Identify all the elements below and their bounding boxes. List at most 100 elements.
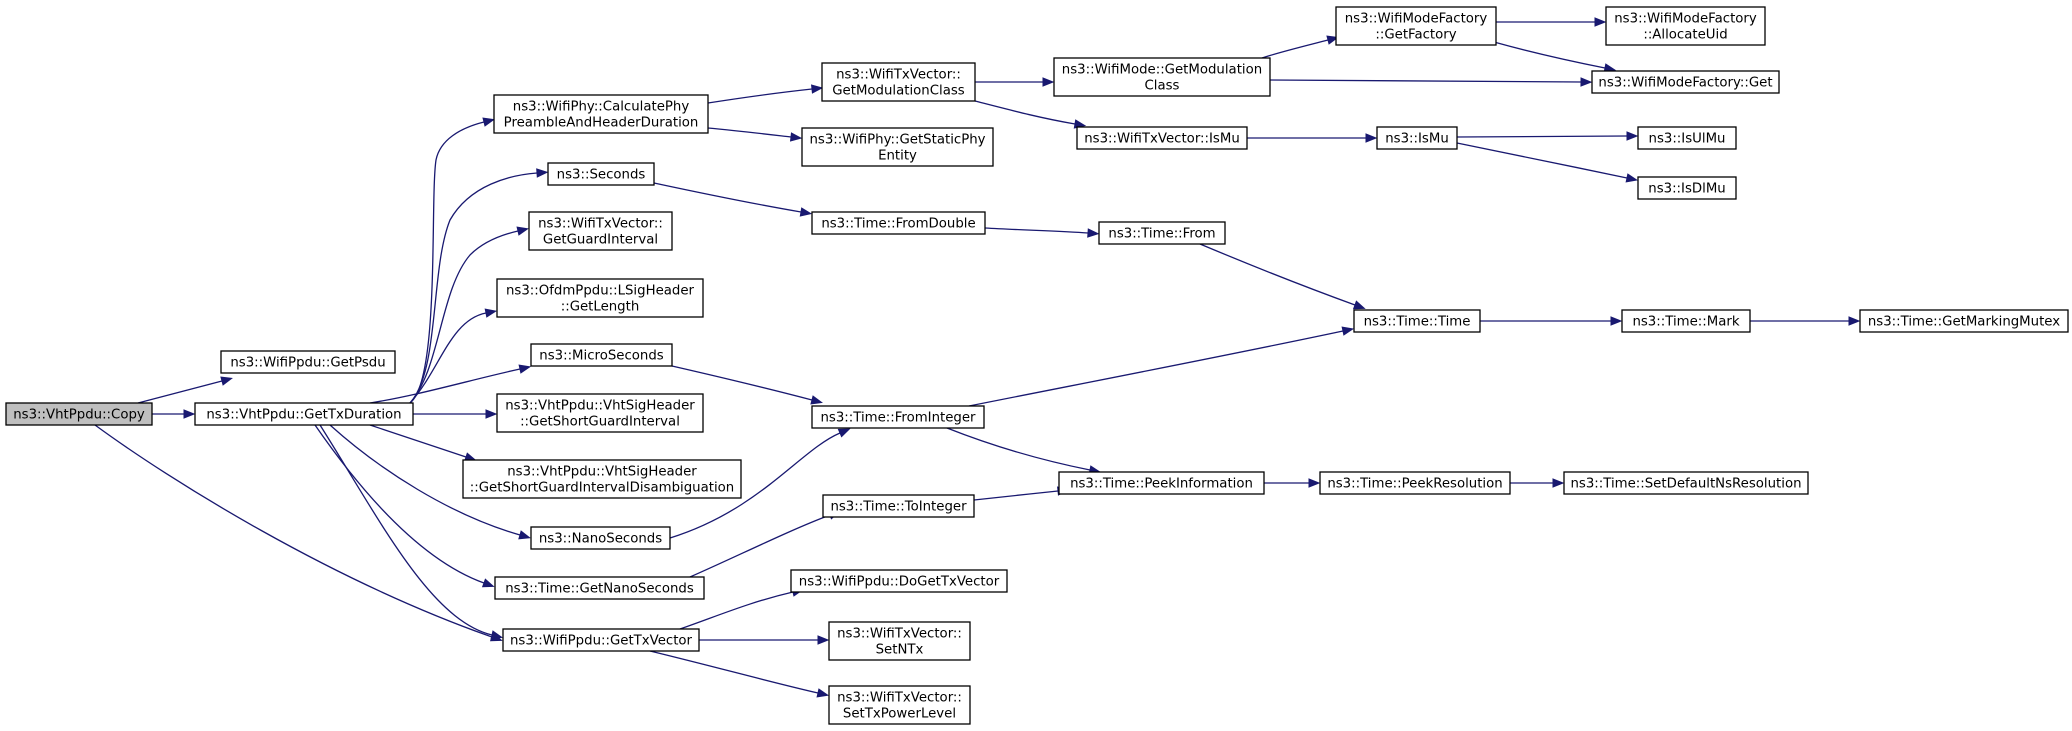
node-label: Entity (878, 149, 917, 164)
node-isdlmu[interactable]: ns3::IsDlMu (1637, 176, 1737, 200)
edge-line (1456, 135, 1628, 138)
node-lsiglength[interactable]: ns3::OfdmPpdu::LSigHeader::GetLength (496, 278, 704, 318)
edge-peekinfo-to-peekres (1264, 478, 1321, 488)
node-label: SetNTx (876, 643, 924, 658)
edge-line (409, 121, 485, 404)
edge-line (369, 368, 521, 404)
node-gettxvector[interactable]: ns3::WifiPpdu::GetTxVector (502, 628, 700, 652)
node-seconds[interactable]: ns3::Seconds (547, 162, 655, 186)
node-copy[interactable]: ns3::VhtPpdu::Copy (5, 402, 153, 426)
edge-gettxduration-to-calcphy (409, 117, 496, 404)
node-setntx[interactable]: ns3::WifiTxVector::SetNTx (828, 621, 971, 661)
edge-copy-to-gettxduration (152, 409, 196, 419)
edge-nanoseconds-to-frominteger (669, 428, 851, 539)
node-label: ::GetShortGuardIntervalDisambiguation (470, 481, 734, 496)
arrow-head (1308, 478, 1321, 488)
node-ismu[interactable]: ns3::IsMu (1376, 126, 1458, 150)
node-label: ns3::Time::SetDefaultNsResolution (1570, 477, 1801, 492)
node-peekinfo[interactable]: ns3::Time::PeekInformation (1058, 471, 1265, 495)
node-fromdouble[interactable]: ns3::Time::FromDouble (811, 211, 986, 235)
node-timefrom[interactable]: ns3::Time::From (1098, 221, 1226, 245)
arrow-head (536, 168, 549, 178)
edge-gettxduration-to-nanoseconds (329, 424, 531, 540)
node-txvecismu[interactable]: ns3::WifiTxVector::IsMu (1076, 126, 1248, 150)
node-label: ns3::VhtPpdu::VhtSigHeader (507, 465, 697, 480)
edge-frominteger-to-timetime (968, 326, 1355, 407)
node-label: ns3::WifiTxVector::IsMu (1084, 132, 1240, 147)
node-label: ns3::WifiTxVector:: (837, 691, 962, 706)
node-settxpower[interactable]: ns3::WifiTxVector::SetTxPowerLevel (828, 685, 971, 725)
edge-line (689, 514, 831, 578)
node-calcphy[interactable]: ns3::WifiPhy::CalculatePhyPreambleAndHea… (493, 94, 709, 134)
edge-line (314, 424, 485, 584)
node-shortgi[interactable]: ns3::VhtPpdu::VhtSigHeader::GetShortGuar… (496, 393, 704, 433)
node-label: ::GetFactory (1375, 28, 1456, 43)
node-label: Class (1145, 79, 1180, 94)
node-label: ns3::WifiMode::GetModulation (1062, 63, 1262, 78)
edge-line (707, 88, 813, 104)
node-label: ns3::VhtPpdu::VhtSigHeader (505, 399, 695, 414)
node-box (811, 211, 986, 235)
edge-gettxvector-to-setntx (699, 635, 830, 645)
node-factorygetfactory[interactable]: ns3::WifiModeFactory::GetFactory (1335, 6, 1497, 46)
edge-gettxduration-to-getnanoseconds (314, 424, 495, 588)
arrow-head (1580, 77, 1593, 87)
node-timetime[interactable]: ns3::Time::Time (1353, 309, 1481, 333)
edge-copy-to-gettxvector (94, 424, 503, 642)
node-setdefaultns[interactable]: ns3::Time::SetDefaultNsResolution (1563, 471, 1809, 495)
node-label: ns3::WifiPpdu::GetTxVector (510, 634, 693, 649)
node-getguardinterval[interactable]: ns3::WifiTxVector::GetGuardInterval (528, 211, 673, 251)
node-timemark[interactable]: ns3::Time::Mark (1621, 309, 1751, 333)
arrow-head (837, 428, 851, 438)
arrow-head (490, 630, 504, 640)
node-label: ns3::Time::ToInteger (830, 500, 967, 515)
node-box (502, 628, 700, 652)
node-box (1058, 471, 1265, 495)
node-label: ns3::WifiTxVector:: (538, 217, 663, 232)
node-label: ns3::WifiTxVector:: (837, 627, 962, 642)
node-box (1621, 309, 1751, 333)
node-gettxduration[interactable]: ns3::VhtPpdu::GetTxDuration (194, 402, 414, 426)
node-dogettxvector[interactable]: ns3::WifiPpdu::DoGetTxVector (790, 569, 1008, 593)
arrow-head (1594, 17, 1607, 27)
arrow-head (1626, 131, 1639, 141)
node-tointeger[interactable]: ns3::Time::ToInteger (822, 494, 975, 518)
node-label: ns3::MicroSeconds (539, 349, 663, 364)
node-label: ns3::Time::FromDouble (821, 217, 975, 232)
node-getmodclass[interactable]: ns3::WifiTxVector::GetModulationClass (821, 62, 976, 102)
edge-gettxduration-to-shortgi (413, 409, 498, 419)
node-frominteger[interactable]: ns3::Time::FromInteger (811, 405, 985, 429)
node-box (220, 350, 396, 374)
edge-line (94, 424, 493, 638)
edge-line (409, 312, 487, 404)
node-allocateuid[interactable]: ns3::WifiModeFactory::AllocateUid (1605, 6, 1766, 46)
node-label: ns3::Time::GetMarkingMutex (1868, 315, 2060, 330)
edges-layer (94, 17, 1861, 698)
node-factoryget[interactable]: ns3::WifiModeFactory::Get (1591, 70, 1780, 94)
edge-line (329, 424, 521, 536)
node-nanoseconds[interactable]: ns3::NanoSeconds (530, 526, 671, 550)
node-peekres[interactable]: ns3::Time::PeekResolution (1319, 471, 1511, 495)
node-label: ::AllocateUid (1643, 28, 1727, 43)
edge-getmodclass-to-txvecismu (974, 100, 1087, 129)
node-microseconds[interactable]: ns3::MicroSeconds (530, 343, 673, 367)
node-getpsdu[interactable]: ns3::WifiPpdu::GetPsdu (220, 350, 396, 374)
node-modegetmodclass[interactable]: ns3::WifiMode::GetModulationClass (1053, 57, 1271, 97)
node-getnanoseconds[interactable]: ns3::Time::GetNanoSeconds (494, 576, 705, 600)
node-shortgidisamb[interactable]: ns3::VhtPpdu::VhtSigHeader::GetShortGuar… (462, 459, 742, 499)
node-label: ::GetLength (561, 300, 640, 315)
edge-line (409, 172, 538, 404)
node-box (530, 526, 671, 550)
node-label: ns3::OfdmPpdu::LSigHeader (506, 284, 695, 299)
node-box (462, 459, 742, 499)
node-getmarkingmutex[interactable]: ns3::Time::GetMarkingMutex (1859, 309, 2069, 333)
node-isulmu[interactable]: ns3::IsUlMu (1637, 126, 1737, 150)
arrow-head (799, 207, 813, 217)
arrow-head (1326, 35, 1339, 45)
edge-microseconds-to-frominteger (671, 365, 823, 405)
edge-modegetmodclass-to-factorygetfactory (1261, 35, 1339, 59)
edge-calcphy-to-getstaticphy (707, 127, 803, 142)
node-box (1098, 221, 1226, 245)
node-label: ns3::IsUlMu (1649, 132, 1726, 147)
